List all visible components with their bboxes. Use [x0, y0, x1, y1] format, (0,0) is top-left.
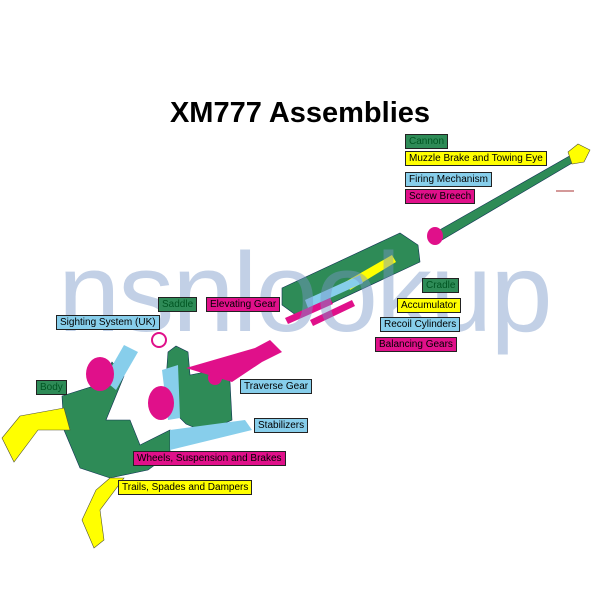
- muzzle-brake: [567, 143, 591, 165]
- label-trails[interactable]: Trails, Spades and Dampers: [118, 480, 253, 495]
- trail-left: [1, 407, 71, 463]
- label-cradle[interactable]: Cradle: [422, 278, 460, 293]
- label-firing-mechanism[interactable]: Firing Mechanism: [405, 172, 492, 187]
- balancing-gears: [285, 298, 333, 324]
- label-sighting-system[interactable]: Sighting System (UK): [56, 315, 160, 330]
- label-traverse-gear[interactable]: Traverse Gear: [240, 379, 313, 394]
- label-saddle[interactable]: Saddle: [158, 297, 198, 312]
- label-screw-breech[interactable]: Screw Breech: [405, 189, 476, 204]
- label-balancing-gears[interactable]: Balancing Gears: [375, 337, 457, 352]
- diagram-title: XM777 Assemblies: [169, 97, 431, 129]
- wheel-right: [148, 386, 174, 420]
- elevating-gear: [186, 340, 282, 382]
- label-accumulator[interactable]: Accumulator: [397, 298, 461, 313]
- label-body[interactable]: Body: [36, 380, 67, 395]
- label-elevating-gear[interactable]: Elevating Gear: [206, 297, 281, 312]
- wheel-left: [86, 357, 114, 391]
- label-cannon[interactable]: Cannon: [405, 134, 449, 149]
- label-stabilizers[interactable]: Stabilizers: [254, 418, 309, 433]
- stabilizers: [170, 420, 252, 450]
- recoil-cylinders: [305, 275, 363, 308]
- screw-breech: [427, 227, 443, 245]
- label-muzzle-brake[interactable]: Muzzle Brake and Towing Eye: [405, 151, 547, 166]
- label-recoil-cylinders[interactable]: Recoil Cylinders: [380, 317, 461, 332]
- label-wheels[interactable]: Wheels, Suspension and Brakes: [133, 451, 286, 466]
